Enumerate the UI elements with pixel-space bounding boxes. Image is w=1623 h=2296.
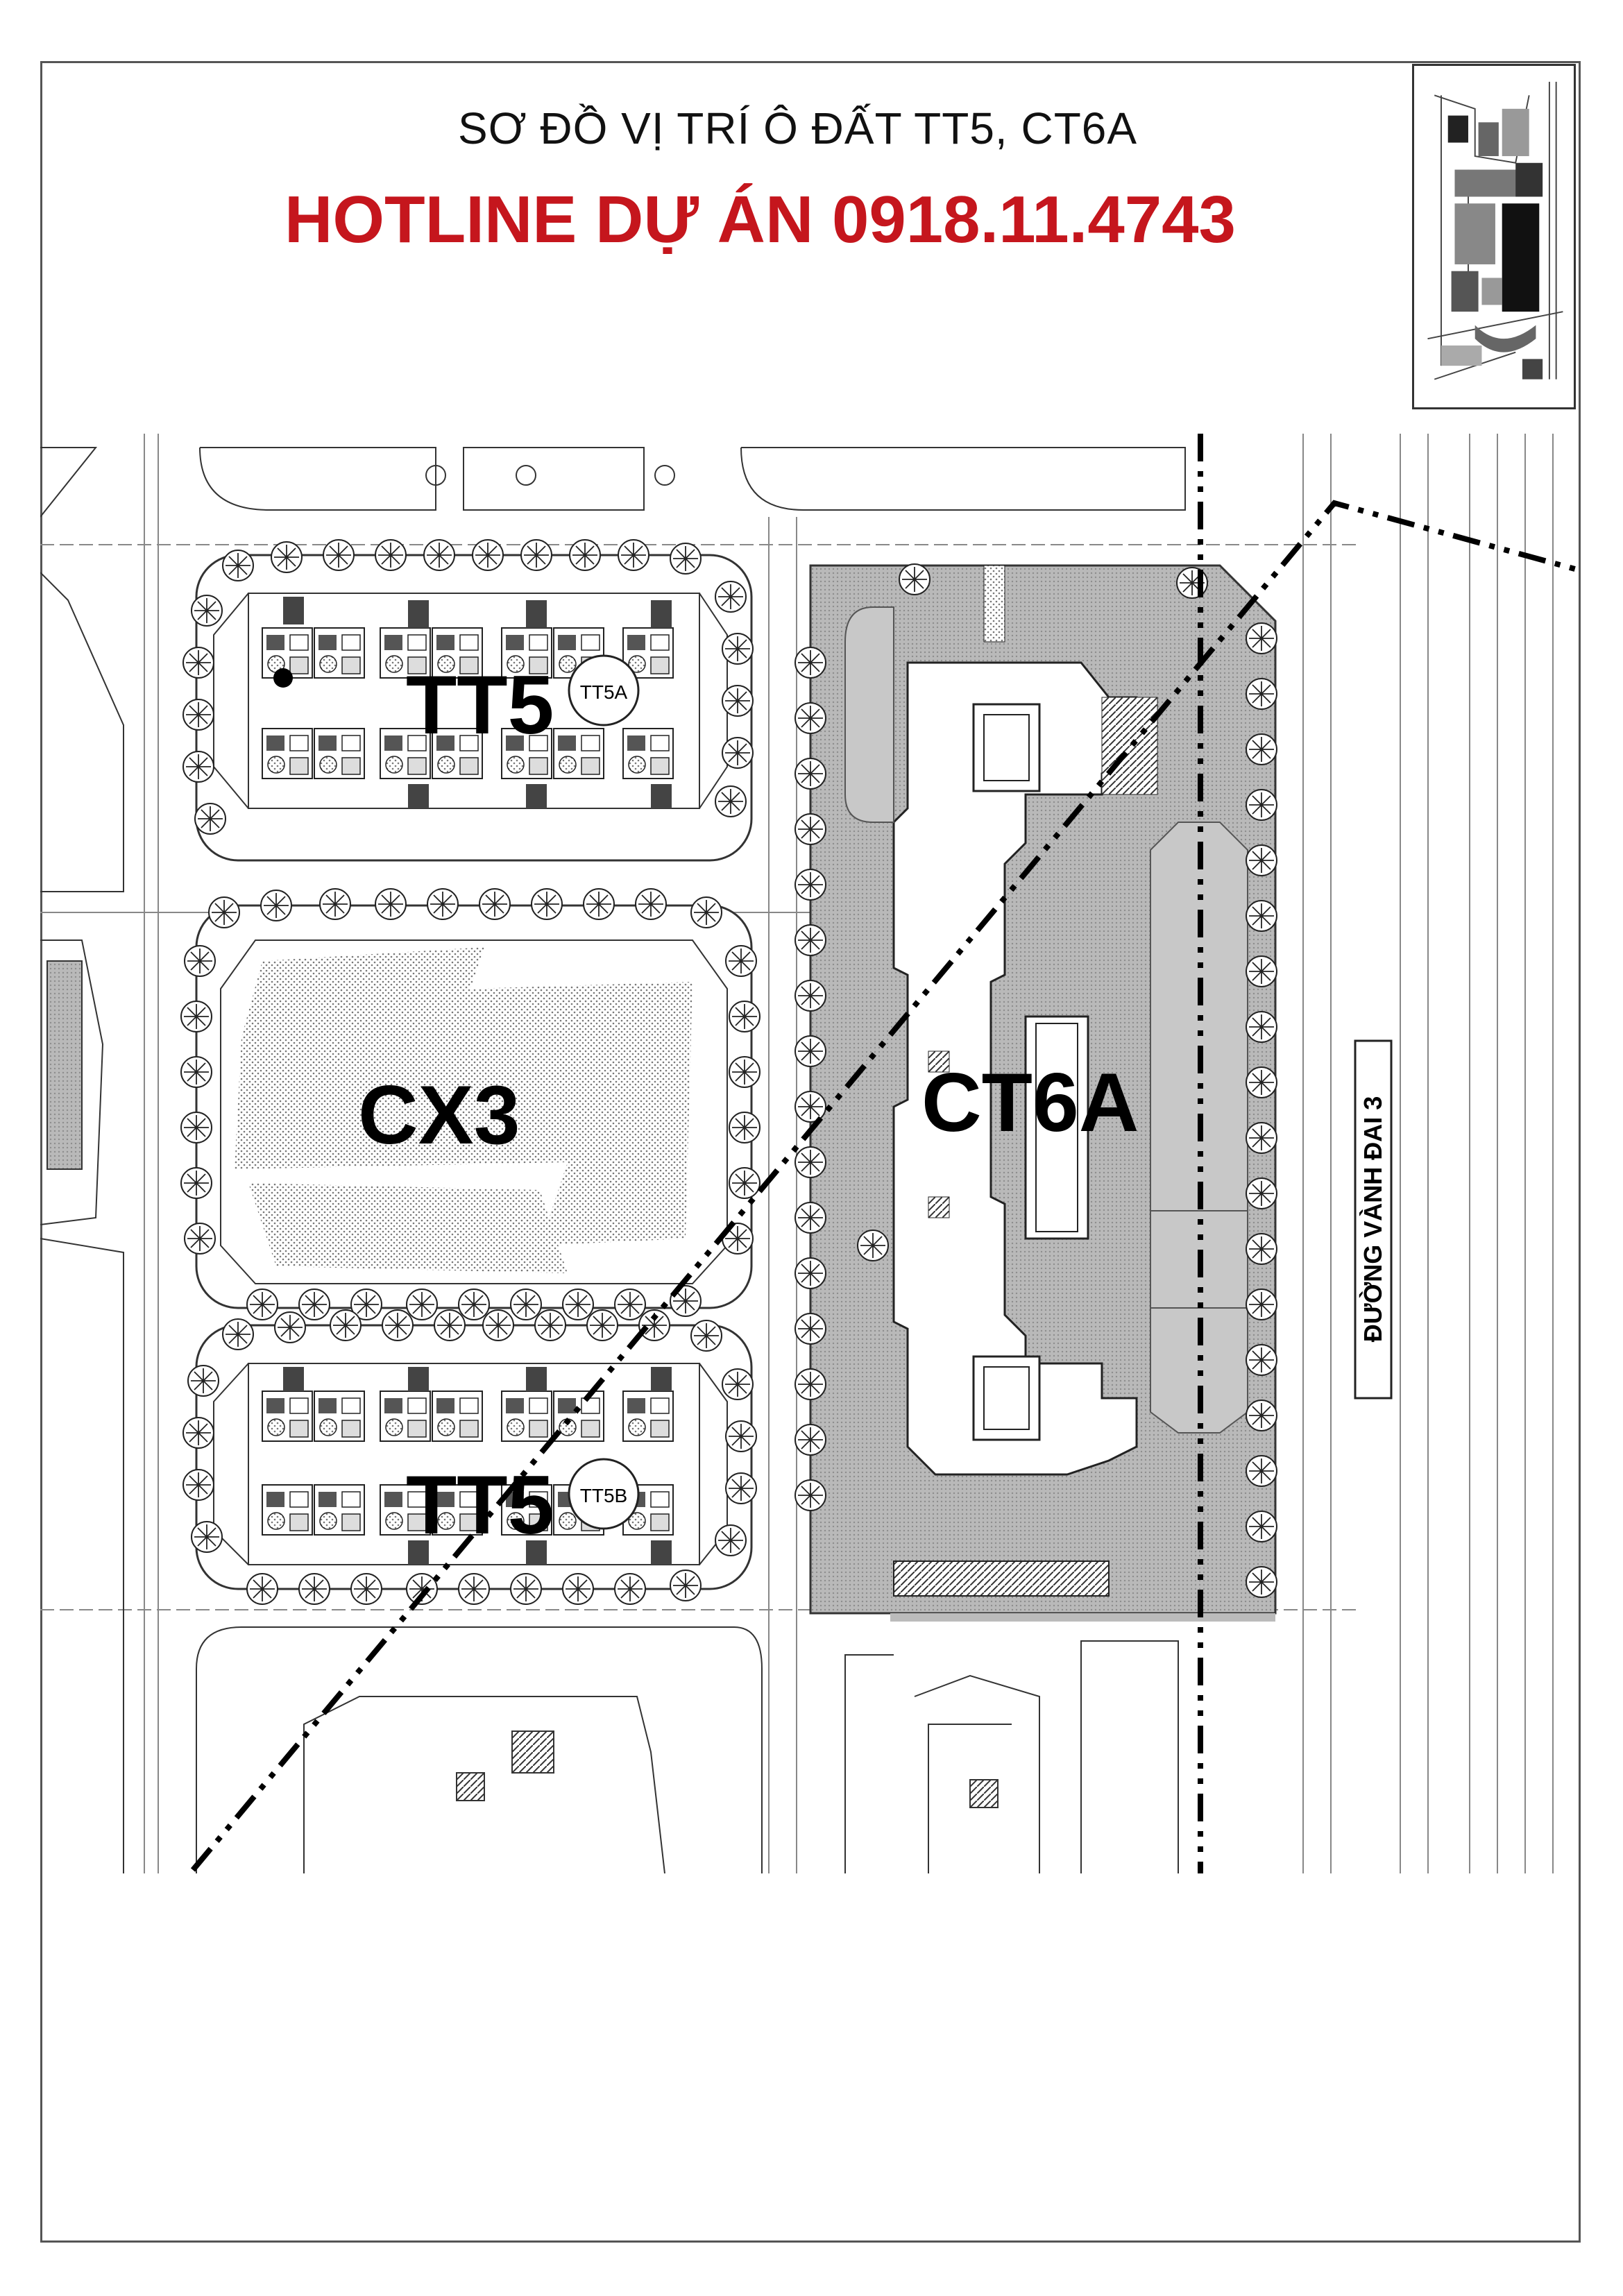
road-label-box: ĐƯỜNG VÀNH ĐAI 3 [1354,1039,1393,1400]
neighbour-blocks-west [40,572,124,1873]
block-label-tt5-north: TT5 [406,658,554,751]
block-label-ct6a: CT6A [921,1056,1139,1149]
drawing-frame [40,61,1581,2243]
tt5a-marker [568,654,640,726]
neighbour-blocks-north [40,447,1186,518]
neighbour-blocks-south [196,1626,1179,1873]
page-title: SƠ ĐỒ VỊ TRÍ Ô ĐẤT TT5, CT6A [458,103,1138,153]
site-locator-minimap [1412,64,1576,409]
tt5b-marker [568,1458,640,1530]
block-tt5-south [182,1309,757,1605]
block-ct6a [794,563,1277,1622]
hotline-banner: HOTLINE DỰ ÁN 0918.11.4743 [284,182,1236,257]
block-tt5-north [182,539,754,862]
boundary-lines [190,434,1581,1873]
block-cx3-park [180,888,760,1320]
site-plan: TT5 TT5A CX3 [40,434,1581,1873]
block-label-tt5-south: TT5 [406,1459,554,1551]
tt5b-tag: TT5B [580,1485,627,1506]
road-label: ĐƯỜNG VÀNH ĐAI 3 [1358,1096,1387,1343]
minimap-blocks [1441,108,1543,380]
tt5a-tag: TT5A [580,681,628,703]
block-label-cx3: CX3 [358,1069,520,1162]
